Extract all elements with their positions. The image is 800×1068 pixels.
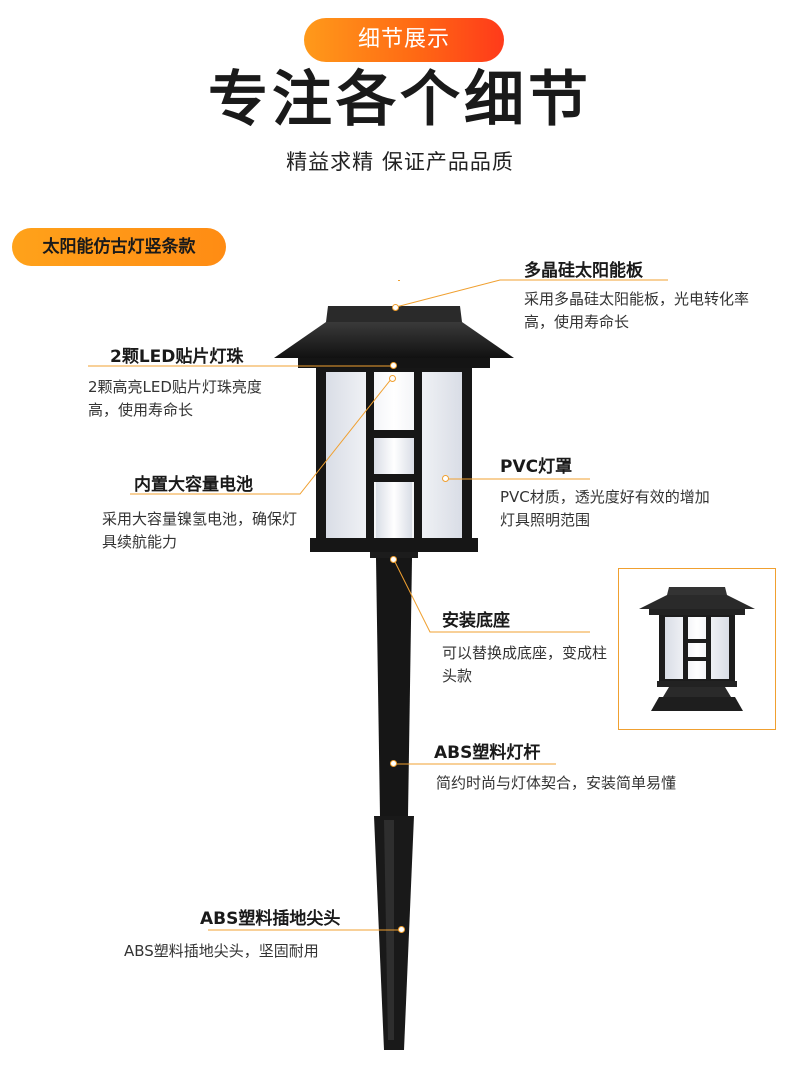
callout-dot-spike <box>398 926 405 933</box>
feature-desc-pvc: PVC材质，透光度好有效的增加灯具照明范围 <box>500 488 710 529</box>
page-title: 专注各个细节 <box>208 65 592 135</box>
feature-desc-solar-panel: 采用多晶硅太阳能板，光电转化率高，使用寿命长 <box>524 290 750 331</box>
solar-panel <box>326 306 462 322</box>
page-subtitle: 精益求精 保证产品品质 <box>286 150 514 174</box>
callout-dot-battery <box>389 375 396 382</box>
lamp-pole <box>376 558 412 816</box>
callout-dot-pvc <box>442 475 449 482</box>
callout-dot-led <box>390 362 397 369</box>
feature-desc-base: 可以替换成底座，变成柱头款 <box>442 644 608 685</box>
feature-title-base: 安装底座 <box>442 611 510 631</box>
feature-title-battery: 内置大容量电池 <box>134 475 253 495</box>
feature-desc-pole: 简约时尚与灯体契合，安装简单易懂 <box>436 774 677 792</box>
post-cap-variant-image <box>618 568 776 730</box>
feature-title-pole: ABS塑料灯杆 <box>434 743 541 763</box>
callout-dot-pole <box>390 760 397 767</box>
feature-title-spike: ABS塑料插地尖头 <box>200 909 341 929</box>
leader-line <box>398 280 400 281</box>
section-badge: 细节展示 <box>304 18 504 62</box>
lamp-roof <box>274 322 514 358</box>
feature-desc-spike: ABS塑料插地尖头，坚固耐用 <box>124 942 319 960</box>
callout-dot-base <box>390 556 397 563</box>
feature-title-pvc: PVC灯罩 <box>500 457 573 477</box>
callout-dot-solar <box>392 304 399 311</box>
lamp-base <box>310 538 478 552</box>
post-cap-lamp-icon <box>639 587 755 711</box>
feature-title-solar-panel: 多晶硅太阳能板 <box>524 261 643 281</box>
feature-title-led: 2颗LED贴片灯珠 <box>110 347 244 367</box>
feature-desc-led: 2颗高亮LED贴片灯珠亮度高，使用寿命长 <box>88 378 262 419</box>
product-name-badge: 太阳能仿古灯竖条款 <box>12 228 226 266</box>
feature-desc-battery: 采用大容量镍氢电池，确保灯具续航能力 <box>102 510 298 551</box>
